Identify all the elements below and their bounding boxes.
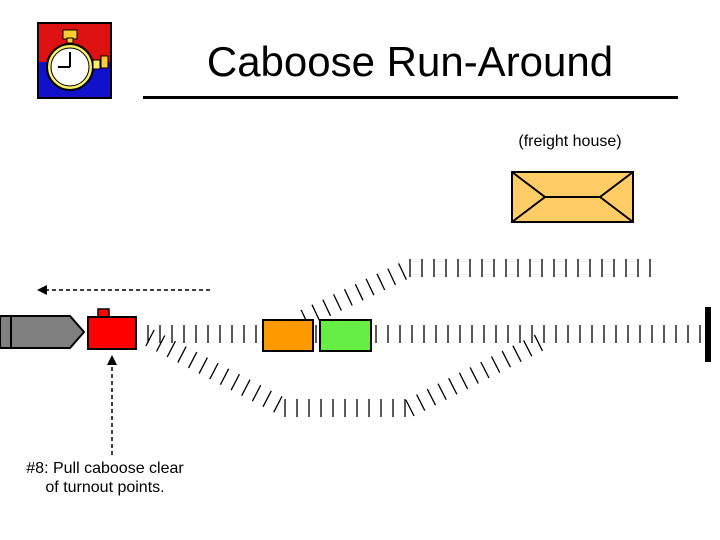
track-tie	[230, 373, 240, 391]
step-note: #8: Pull caboose clear of turnout points…	[0, 459, 210, 497]
track-bumper	[705, 307, 711, 362]
track-tie	[376, 273, 386, 291]
track-tie	[448, 378, 458, 395]
track-tie	[343, 288, 353, 306]
track-tie	[219, 368, 230, 385]
track-tie	[387, 268, 397, 286]
track-tie	[262, 390, 272, 408]
slide-title: Caboose Run-Around	[206, 38, 614, 85]
track-tie	[490, 356, 501, 373]
track-tie	[333, 294, 342, 311]
track-tie	[523, 340, 533, 357]
track-tie	[469, 367, 479, 384]
move-direction-arrow	[37, 285, 210, 295]
track-tie	[251, 384, 262, 402]
track-tie	[501, 350, 511, 368]
track-tie	[187, 351, 198, 369]
track-tie	[405, 399, 415, 417]
track-tie	[533, 334, 544, 352]
title-underline	[143, 96, 678, 99]
caboose	[87, 316, 137, 350]
step-note-line-1: #8: Pull caboose clear	[26, 460, 184, 477]
freight-house-label: (freight house)	[518, 133, 622, 150]
track-tie	[416, 394, 426, 411]
track-tie	[322, 299, 332, 317]
track-tie	[198, 357, 208, 374]
track-tie	[241, 379, 251, 396]
track-tie	[365, 278, 375, 296]
track-tie	[155, 335, 166, 352]
note-pointer-arrow	[107, 355, 117, 455]
freight-house	[511, 171, 634, 223]
step-note-line-2: of turnout points.	[45, 479, 165, 496]
track-tie	[311, 304, 321, 322]
run-around-track	[145, 329, 544, 417]
track-tie	[354, 283, 364, 301]
track-tie	[209, 362, 219, 380]
orange-freight-car	[262, 319, 314, 352]
track-tie	[512, 345, 522, 362]
track-tie	[177, 346, 187, 363]
track-tie	[166, 340, 176, 358]
locomotive-rear-car	[0, 315, 12, 349]
track-tie	[273, 396, 283, 413]
green-freight-car	[319, 319, 372, 352]
main-track	[147, 325, 701, 343]
track-tie	[480, 361, 490, 379]
track-tie	[426, 388, 437, 406]
track-tie	[145, 329, 155, 347]
upper-siding-track	[300, 259, 651, 327]
locomotive	[0, 315, 86, 349]
track-tie	[458, 372, 469, 390]
stopwatch-icon	[37, 22, 112, 99]
track-tie	[437, 383, 447, 400]
track-tie	[398, 263, 407, 280]
